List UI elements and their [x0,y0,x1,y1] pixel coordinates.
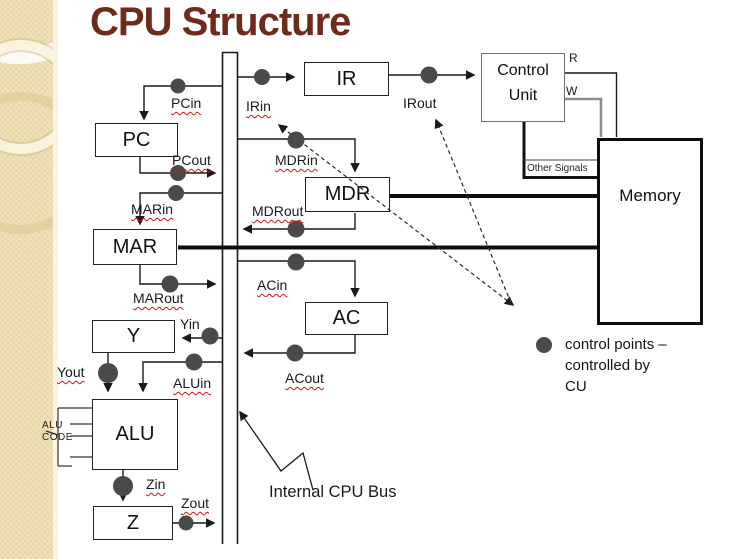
wire-acout [243,335,356,358]
control-point [420,66,438,84]
control-point [185,353,203,371]
signal-wires [103,70,618,528]
legend-text-line1: control points – [565,336,667,353]
signal-label-marin: MARin [131,201,174,217]
signal-label-yout: Yout [57,364,85,380]
legend-control-point-icon [536,337,552,353]
control-point [178,515,194,531]
signal-label-pcout: PCout [172,152,211,168]
signal-label-irin: IRin [246,98,271,114]
signal-label-zout: Zout [181,495,210,511]
box-ac: AC [305,302,388,335]
control-point [113,476,133,496]
signal-label-mdrout: MDRout [252,203,304,219]
wire-read-signal [565,72,618,137]
box-z: Z [93,506,173,540]
box-mar: MAR [93,229,177,265]
box-y: Y [92,320,175,353]
box-pc: PC [95,123,178,157]
dashed-arrow-irout [434,118,512,304]
control-point [287,253,305,271]
control-point [168,185,184,201]
signal-label-marout: MARout [133,290,184,306]
signal-label-aluin: ALUin [173,375,212,391]
internal-cpu-bus [221,51,239,544]
signal-label-yin: Yin [180,316,200,332]
box-mdr: MDR [305,177,390,212]
signal-label-acin: ACin [257,277,288,293]
legend-text-line2: controlled by [565,357,651,374]
control-point [286,344,304,362]
signal-label-read: R [569,51,578,65]
sidebar-decoration [0,0,58,559]
sidebar-ring-icon [0,92,53,234]
box-ir: IR [304,62,389,96]
legend-text-line3: CU [565,378,587,395]
control-point [287,220,305,238]
box-memory: Memory [597,138,703,325]
wire-write-signal [565,97,603,137]
internal-cpu-bus-label: Internal CPU Bus [269,483,397,501]
wire-marout [139,265,217,289]
signal-label-irout: IRout [403,95,437,111]
bus-label-leader-arrow [239,410,314,491]
control-point [170,78,186,94]
box-alu: ALU [92,399,178,470]
control-point [98,363,118,383]
signal-label-alu-code-2: CODE [42,432,73,443]
signal-label-zin: Zin [146,476,166,492]
page-title: CPU Structure [90,0,351,44]
box-control-unit: Control Unit [481,53,565,122]
control-point [254,69,270,85]
signal-label-pcin: PCin [171,95,202,111]
signal-label-acout: ACout [285,370,324,386]
control-point [287,131,305,149]
signal-label-alu-code-1: ALU [42,420,63,431]
control-point [201,327,219,345]
wire-acin [237,260,360,298]
signal-label-mdrin: MDRin [275,152,318,168]
signal-label-write: W [566,84,578,98]
signal-label-other-signals: Other Signals [527,163,588,174]
